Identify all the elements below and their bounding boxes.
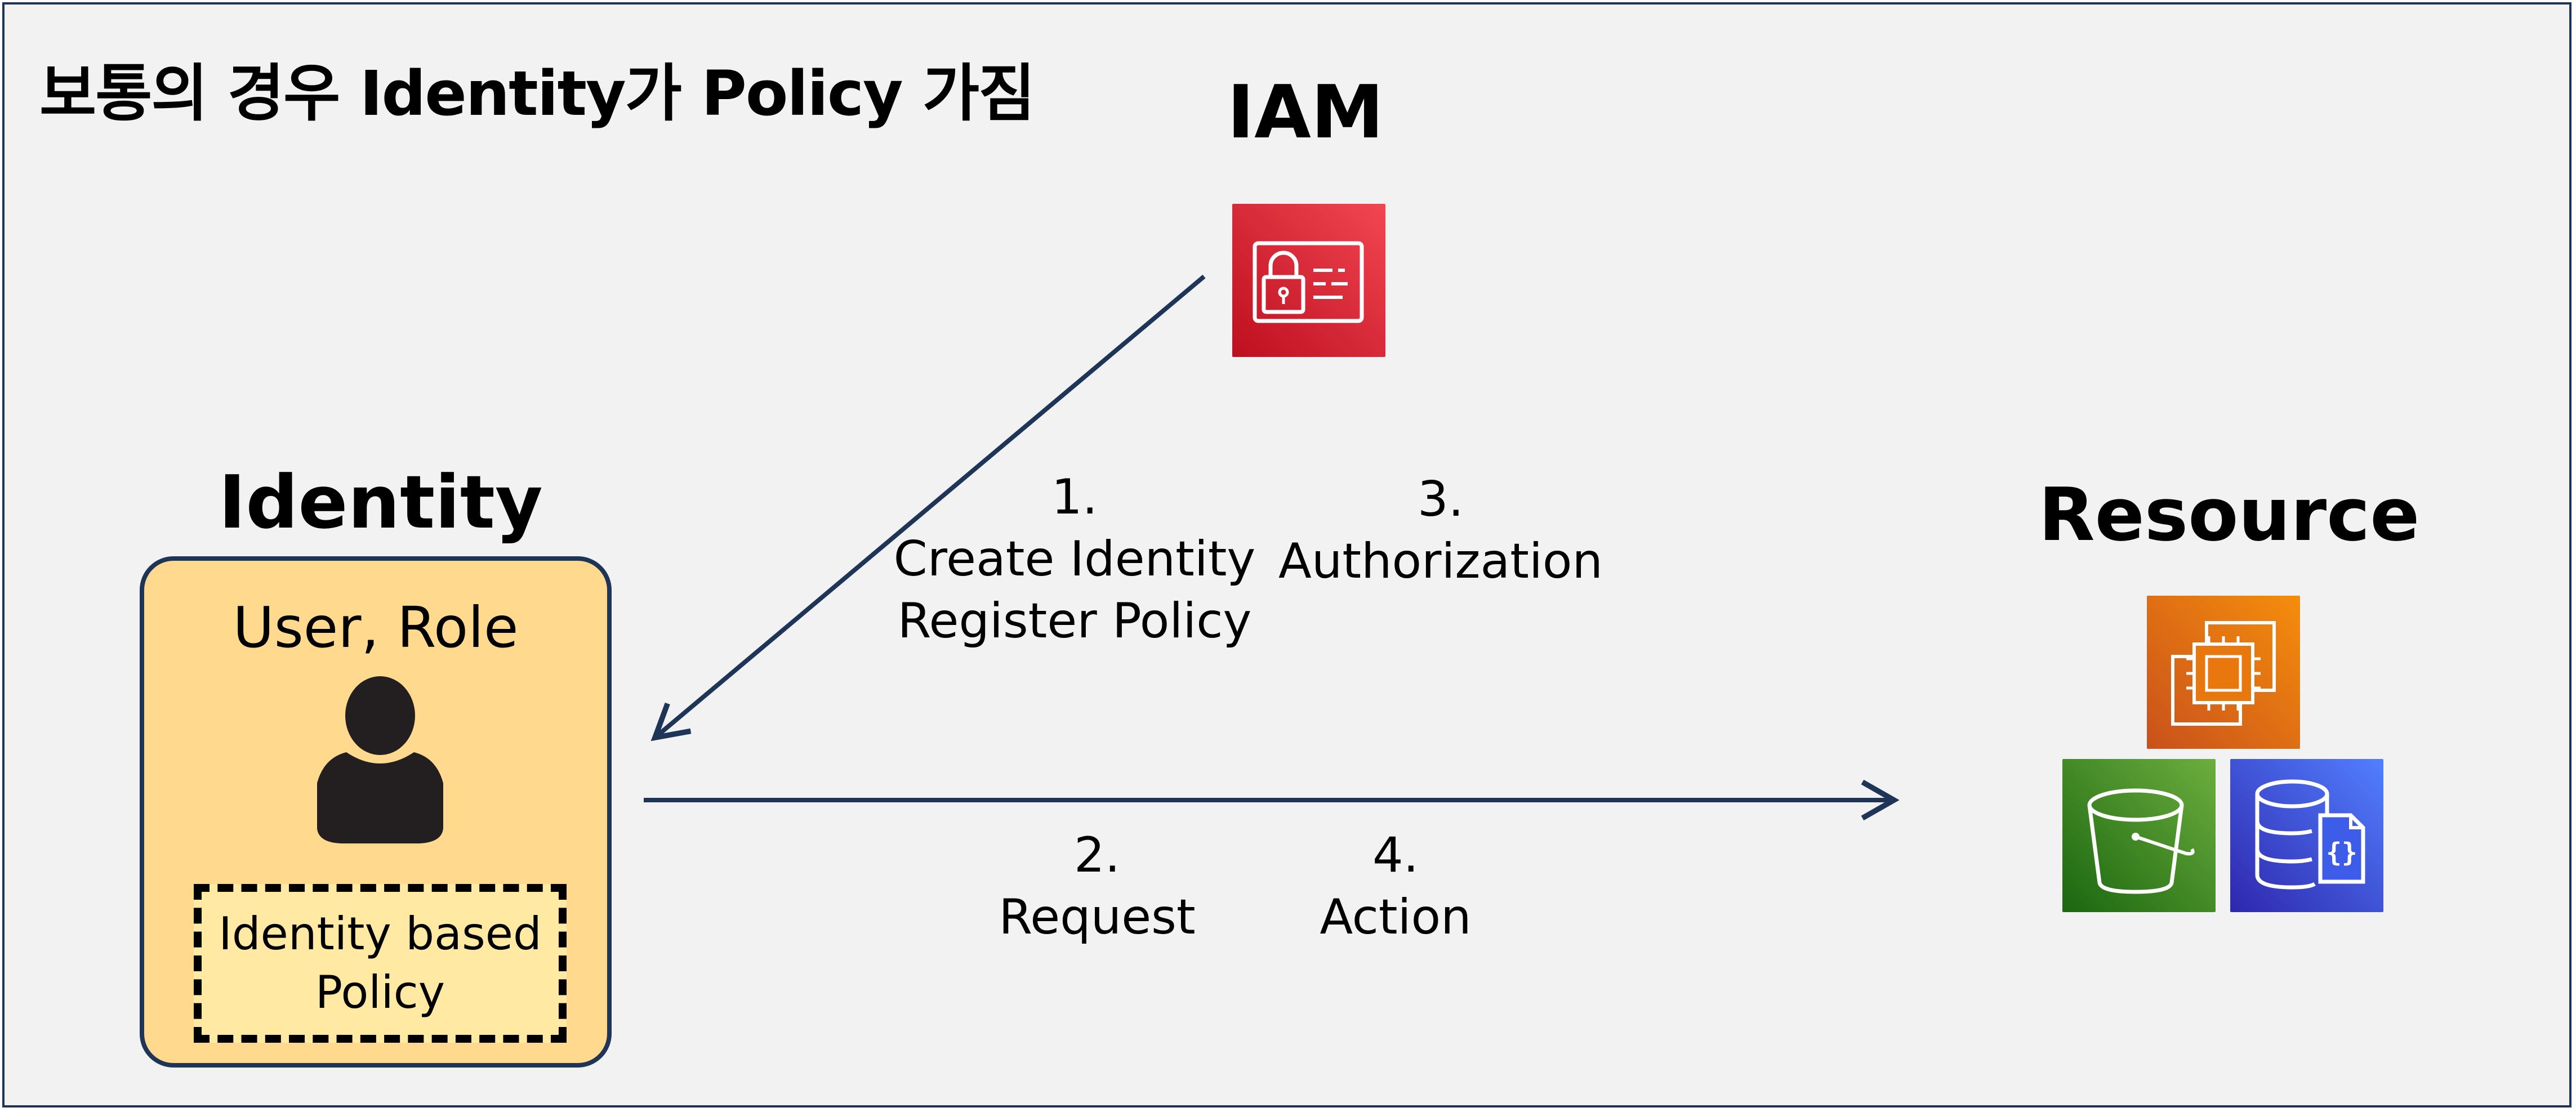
identity-box: User, Role Identity based Policy [140, 556, 612, 1068]
step-2-number: 2. [1073, 827, 1121, 883]
step-3-number: 3. [1417, 471, 1464, 528]
identity-label: Identity [219, 459, 543, 545]
identity-subtitle: User, Role [233, 595, 519, 660]
step-1-line-1: Create Identity [893, 531, 1256, 587]
step-3-label: 3. Authorization [1266, 468, 1615, 592]
step-4-number: 4. [1372, 827, 1419, 883]
step-3-line-1: Authorization [1278, 533, 1603, 590]
step-4-label: 4. Action [1227, 824, 1565, 948]
identity-based-policy-box: Identity based Policy [194, 884, 567, 1043]
step-2-line-1: Request [999, 889, 1196, 945]
step-4-line-1: Action [1320, 889, 1472, 945]
svg-text:{}: {} [2326, 837, 2357, 868]
step-2-label: 2. Request [928, 824, 1266, 948]
policy-line-2: Policy [315, 966, 445, 1019]
step-1-line-2: Register Policy [897, 593, 1252, 649]
page-title: 보통의 경우 Identity가 Policy 가짐 [39, 57, 1035, 129]
iam-to-identity-arrow [650, 274, 1206, 742]
identity-based-policy-label: Identity based Policy [219, 905, 542, 1022]
s3-bucket-icon [2062, 759, 2216, 912]
step-1-label: 1. Create Identity Register Policy [872, 466, 1277, 652]
step-1-number: 1. [1051, 469, 1098, 525]
policy-line-1: Identity based [219, 908, 542, 960]
arrows-layer [644, 274, 1900, 821]
resource-label: Resource [2038, 472, 2420, 557]
iam-label: IAM [1227, 69, 1384, 155]
ec2-icon [2147, 596, 2300, 749]
user-silhouette-icon [317, 676, 443, 843]
iam-icon [1232, 204, 1385, 357]
database-icon: {} [2230, 759, 2383, 912]
